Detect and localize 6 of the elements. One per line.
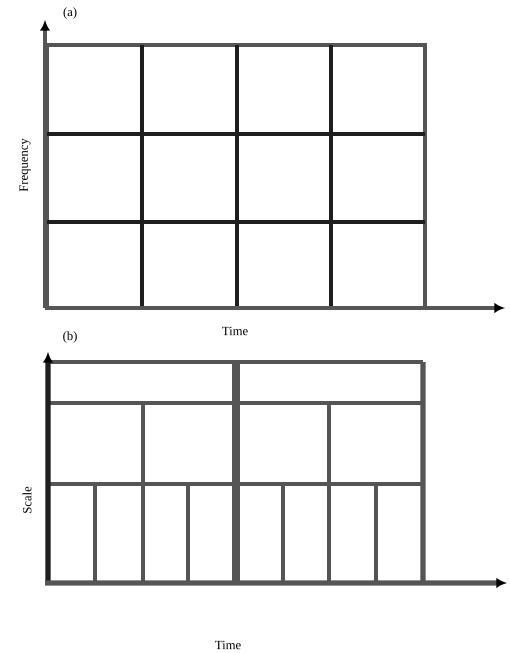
axis-label: Frequency <box>19 138 31 192</box>
axis-label: Time <box>215 640 241 650</box>
axis-label: Scale <box>22 486 32 513</box>
panel-label: (b) <box>63 331 77 343</box>
axis-label: Time <box>222 326 248 336</box>
panel-label: (a) <box>64 7 76 19</box>
